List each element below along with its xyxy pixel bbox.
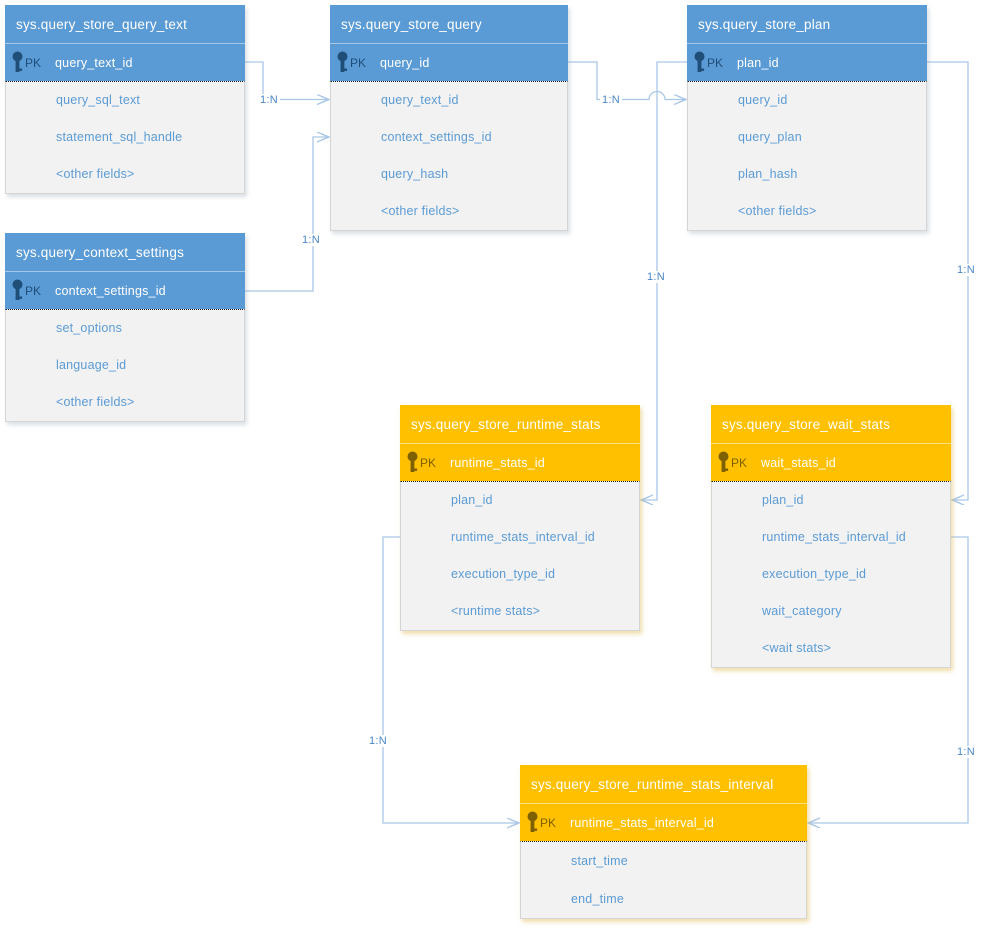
entity-query-store-wait-stats[interactable]: sys.query_store_wait_stats PK wait_stats… — [711, 405, 951, 668]
entity-title: sys.query_store_runtime_stats — [400, 405, 640, 444]
connector-plan-to-waitstats — [927, 61, 969, 500]
key-icon — [406, 451, 419, 474]
field-row: set_options — [56, 321, 123, 335]
pk-row: PK query_text_id — [5, 44, 245, 81]
relationship-cardinality-label: 1:N — [954, 746, 978, 758]
key-icon — [336, 51, 349, 74]
field-row: language_id — [56, 358, 127, 372]
pk-row: PK context_settings_id — [5, 272, 245, 309]
field-list: set_options language_id <other fields> — [5, 309, 245, 422]
field-row: plan_id — [451, 493, 493, 507]
entity-title: sys.query_store_query_text — [5, 5, 245, 44]
pk-label: PK — [420, 455, 437, 470]
pk-label: PK — [350, 55, 367, 70]
key-icon — [11, 279, 24, 302]
entity-title: sys.query_context_settings — [5, 233, 245, 272]
entity-title: sys.query_store_plan — [687, 5, 927, 44]
field-row: <other fields> — [56, 167, 135, 181]
key-icon — [11, 51, 24, 74]
pk-label: PK — [540, 815, 557, 830]
pk-field-name: runtime_stats_interval_id — [570, 815, 714, 830]
key-icon — [717, 451, 730, 474]
pk-row: PK query_id — [330, 44, 568, 81]
field-row: query_sql_text — [56, 93, 141, 107]
pk-row: PK wait_stats_id — [711, 444, 951, 481]
entity-query-store-runtime-stats[interactable]: sys.query_store_runtime_stats PK runtime… — [400, 405, 640, 631]
entity-query-store-runtime-stats-interval[interactable]: sys.query_store_runtime_stats_interval P… — [520, 765, 807, 919]
field-row: wait_category — [762, 604, 842, 618]
relationship-cardinality-label: 1:N — [599, 94, 623, 106]
pk-field-name: wait_stats_id — [761, 455, 836, 470]
field-row: <other fields> — [381, 204, 460, 218]
relationship-cardinality-label: 1:N — [366, 735, 390, 747]
field-list: query_text_id context_settings_id query_… — [330, 81, 568, 231]
pk-field-name: runtime_stats_id — [450, 455, 545, 470]
field-row: plan_id — [762, 493, 804, 507]
field-row: plan_hash — [738, 167, 798, 181]
field-row: <other fields> — [56, 395, 135, 409]
connector-contextsettings-to-query — [245, 137, 329, 292]
pk-row: PK runtime_stats_interval_id — [520, 804, 807, 841]
field-list: plan_id runtime_stats_interval_id execut… — [400, 481, 640, 631]
field-list: start_time end_time — [520, 841, 807, 919]
relationship-cardinality-label: 1:N — [257, 94, 281, 106]
pk-row: PK plan_id — [687, 44, 927, 81]
pk-label: PK — [731, 455, 748, 470]
field-row: execution_type_id — [762, 567, 867, 581]
pk-row: PK runtime_stats_id — [400, 444, 640, 481]
relationship-cardinality-label: 1:N — [954, 264, 978, 276]
connector-querytext-to-query — [245, 61, 329, 100]
field-row: query_id — [738, 93, 788, 107]
relationship-cardinality-label: 1:N — [299, 234, 323, 246]
entity-query-context-settings[interactable]: sys.query_context_settings PK context_se… — [5, 233, 245, 422]
field-row: <wait stats> — [762, 641, 832, 655]
field-row: query_plan — [738, 130, 802, 144]
field-row: runtime_stats_interval_id — [762, 530, 906, 544]
relationship-cardinality-label: 1:N — [644, 271, 668, 283]
entity-query-store-plan[interactable]: sys.query_store_plan PK plan_id query_id… — [687, 5, 927, 231]
field-row: <other fields> — [738, 204, 817, 218]
field-list: plan_id runtime_stats_interval_id execut… — [711, 481, 951, 668]
field-row: statement_sql_handle — [56, 130, 183, 144]
field-list: query_sql_text statement_sql_handle <oth… — [5, 81, 245, 194]
key-icon — [526, 811, 539, 834]
pk-label: PK — [25, 55, 42, 70]
field-row: end_time — [571, 892, 625, 906]
pk-field-name: plan_id — [737, 55, 779, 70]
field-list: query_id query_plan plan_hash <other fie… — [687, 81, 927, 231]
entity-query-store-query[interactable]: sys.query_store_query PK query_id query_… — [330, 5, 568, 231]
connector-query-to-plan — [568, 61, 686, 100]
field-row: query_text_id — [381, 93, 459, 107]
field-row: context_settings_id — [381, 130, 492, 144]
pk-field-name: query_text_id — [55, 55, 133, 70]
entity-query-store-query-text[interactable]: sys.query_store_query_text PK query_text… — [5, 5, 245, 194]
field-row: <runtime stats> — [451, 604, 541, 618]
field-row: execution_type_id — [451, 567, 556, 581]
pk-field-name: query_id — [380, 55, 430, 70]
key-icon — [693, 51, 706, 74]
field-row: query_hash — [381, 167, 449, 181]
entity-title: sys.query_store_query — [330, 5, 568, 44]
pk-label: PK — [707, 55, 724, 70]
connector-waitstats-to-interval — [808, 536, 969, 823]
connector-runtimestats-to-interval — [382, 536, 519, 823]
pk-field-name: context_settings_id — [55, 283, 166, 298]
pk-label: PK — [25, 283, 42, 298]
entity-title: sys.query_store_wait_stats — [711, 405, 951, 444]
field-row: runtime_stats_interval_id — [451, 530, 595, 544]
entity-title: sys.query_store_runtime_stats_interval — [520, 765, 807, 804]
field-row: start_time — [571, 854, 628, 868]
